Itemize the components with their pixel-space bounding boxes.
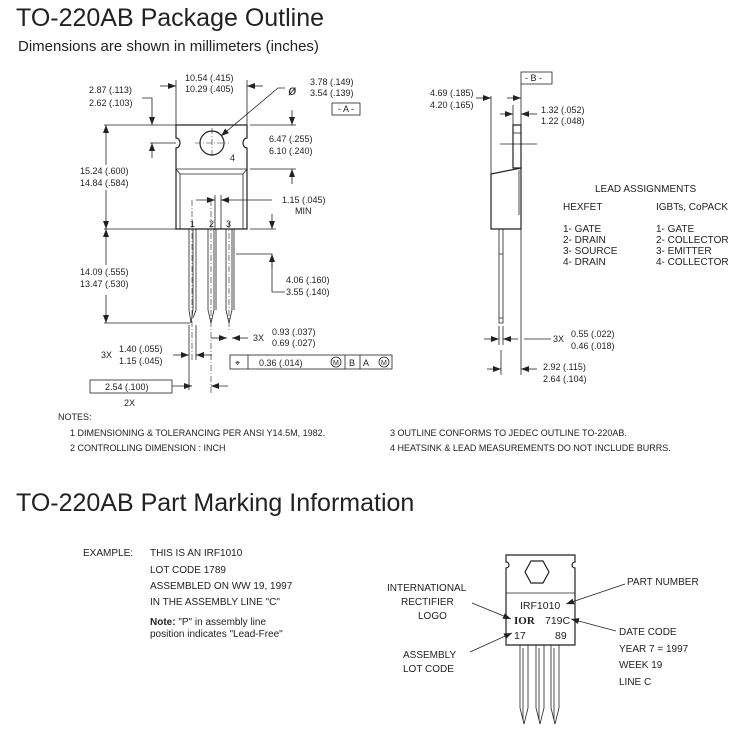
dim-width-min: 10.29 (.405) [185, 84, 234, 94]
lead-width-mult: 3X [253, 333, 264, 343]
dim-tab-height-min: 6.10 (.240) [269, 146, 313, 156]
pin-2-label: 2 [209, 219, 214, 229]
fcf-mmc-1: M [333, 360, 339, 367]
note-item: 1 DIMENSIONING & TOLERANCING PER ANSI Y1… [70, 428, 325, 438]
example-line: THIS IS AN IRF1010 [150, 548, 243, 559]
callout-part-number: PART NUMBER [627, 577, 699, 588]
dim-offset-max: 2.92 (.115) [543, 362, 586, 372]
callout-date: LINE C [619, 677, 651, 688]
pitch-mult: 2X [124, 398, 135, 408]
pin-1-label: 1 [190, 219, 195, 229]
fcf-datum-b: B [349, 358, 355, 368]
igbt-header: IGBTs, CoPACK [656, 202, 728, 213]
dim-lead-thick-max: 1.40 (.055) [119, 344, 163, 354]
dim-tab-thick-max: 1.32 (.052) [541, 105, 585, 115]
callout-logo: INTERNATIONAL [387, 583, 467, 594]
lead-assignments: LEAD ASSIGNMENTS HEXFET IGBTs, CoPACK 1-… [563, 184, 729, 268]
dim-hole-max: 3.78 (.149) [310, 77, 354, 87]
svg-text:Note: "P" in assembly line: Note: "P" in assembly line [150, 617, 266, 628]
dim-gap: 1.15 (.045) [282, 195, 326, 205]
callout-date: YEAR 7 = 1997 [619, 644, 689, 655]
hexfet-header: HEXFET [563, 202, 602, 213]
dim-width-max: 10.54 (.415) [185, 73, 234, 83]
dim-offset-min: 2.64 (.104) [543, 374, 587, 384]
dim-hole-min: 3.54 (.139) [310, 88, 354, 98]
ir-logo: IOR [514, 615, 536, 627]
example-line: IN THE ASSEMBLY LINE "C" [150, 597, 280, 608]
fcf-datum-a: A [363, 358, 369, 368]
igbt-item: 2- COLLECTOR [656, 235, 729, 246]
dim-lead-width-min: 0.69 (.027) [272, 338, 316, 348]
dim-pitch: 2.54 (.100) [105, 382, 149, 392]
callout-lot: ASSEMBLY [403, 650, 456, 661]
dim-tab-max: 2.87 (.113) [89, 85, 132, 95]
front-view-drawing [89, 80, 393, 395]
note-text: "P" in assembly line [176, 617, 267, 628]
side-view-dimensions: - B - 4.69 (.185) 4.20 (.165) 1.32 (.052… [430, 73, 615, 384]
dim-gap-min: MIN [295, 206, 312, 216]
note-line2: position indicates "Lead-Free" [150, 629, 283, 640]
example-line: ASSEMBLED ON WW 19, 1997 [150, 581, 293, 592]
callout-lot: LOT CODE [403, 664, 454, 675]
marking-chip-text: IRF1010 IOR 719C 17 89 [514, 600, 571, 642]
datum-a: - A - [338, 104, 354, 114]
datum-b: - B - [525, 73, 542, 83]
callout-logo: LOGO [418, 611, 447, 622]
igbt-item: 1- GATE [656, 224, 694, 235]
dim-body-max: 15.24 (.600) [80, 166, 129, 176]
dim-side-lead-max: 0.55 (.022) [571, 329, 615, 339]
marking-callouts: INTERNATIONAL RECTIFIER LOGO PART NUMBER… [387, 577, 699, 688]
hexfet-item: 3- SOURCE [563, 246, 618, 257]
dim-tab-height-max: 6.47 (.255) [269, 134, 313, 144]
pin-4-label: 4 [230, 153, 235, 163]
dim-side-lead-min: 0.46 (.018) [571, 341, 615, 351]
hexfet-item: 2- DRAIN [563, 235, 606, 246]
dim-depth-max: 4.69 (.185) [430, 88, 474, 98]
callout-date: DATE CODE [619, 627, 677, 638]
callout-date: WEEK 19 [619, 660, 663, 671]
dim-depth-min: 4.20 (.165) [430, 100, 474, 110]
dim-body-min: 14.84 (.584) [80, 178, 129, 188]
marking-example: EXAMPLE: THIS IS AN IRF1010 LOT CODE 178… [83, 548, 293, 640]
marking-title: TO-220AB Part Marking Information [16, 489, 414, 517]
chip-part-number: IRF1010 [520, 600, 560, 612]
notes: NOTES: 1 DIMENSIONING & TOLERANCING PER … [58, 412, 671, 453]
dim-tab-min: 2.62 (.103) [89, 98, 133, 108]
dim-lead-min: 13.47 (.530) [80, 279, 129, 289]
chip-date-code: 719C [545, 615, 571, 627]
hexfet-item: 4- DRAIN [563, 257, 606, 268]
fcf-mmc-2: M [381, 360, 387, 367]
pin-3-label: 3 [226, 219, 231, 229]
side-view-drawing [476, 71, 553, 375]
lead-assignments-title: LEAD ASSIGNMENTS [595, 184, 696, 195]
chip-lot-2: 89 [555, 630, 567, 642]
marked-package-drawing [469, 554, 626, 725]
dim-lead-max: 14.09 (.555) [80, 267, 129, 277]
side-lead-mult: 3X [553, 334, 564, 344]
igbt-item: 4- COLLECTOR [656, 257, 729, 268]
note-item: 2 CONTROLLING DIMENSION : INCH [70, 443, 226, 453]
diameter-symbol: ø [288, 82, 297, 98]
dim-lead-width-max: 0.93 (.037) [272, 327, 316, 337]
lead-thickness-mult: 3X [101, 350, 112, 360]
dim-lead-thick-min: 1.15 (.045) [119, 356, 163, 366]
chip-lot-1: 17 [514, 630, 526, 642]
dim-shoulder-max: 4.06 (.160) [286, 275, 330, 285]
note-bold: Note: [150, 617, 176, 628]
igbt-item: 3- EMITTER [656, 246, 712, 257]
hexfet-item: 1- GATE [563, 224, 601, 235]
example-line: LOT CODE 1789 [150, 565, 226, 576]
callout-logo: RECTIFIER [401, 597, 454, 608]
dim-tab-thick-min: 1.22 (.048) [541, 116, 585, 126]
front-view-dimensions: 10.54 (.415) 10.29 (.405) 2.87 (.113) 2.… [80, 73, 390, 408]
position-symbol: ⌖ [235, 358, 240, 368]
outline-title: TO-220AB Package Outline [16, 4, 324, 32]
note-item: 3 OUTLINE CONFORMS TO JEDEC OUTLINE TO-2… [390, 428, 627, 438]
outline-subtitle: Dimensions are shown in millimeters (inc… [18, 38, 319, 55]
example-label: EXAMPLE: [83, 548, 133, 559]
fcf-tolerance: 0.36 (.014) [259, 358, 303, 368]
dim-shoulder-min: 3.55 (.140) [286, 287, 330, 297]
notes-header: NOTES: [58, 412, 92, 422]
note-item: 4 HEATSINK & LEAD MEASUREMENTS DO NOT IN… [390, 443, 671, 453]
